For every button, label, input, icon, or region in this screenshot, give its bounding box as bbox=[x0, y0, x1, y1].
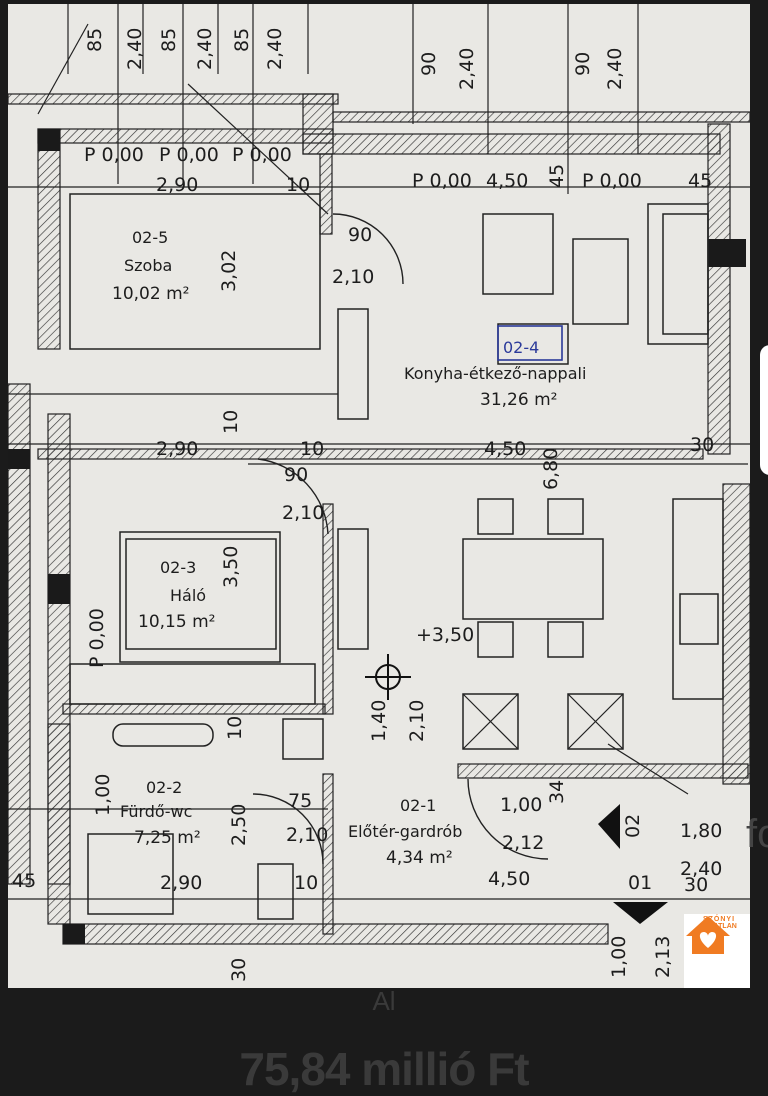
dim-10-mid: 10 bbox=[220, 409, 242, 434]
top-dim-1: 85 bbox=[84, 27, 106, 52]
dim-75: 75 bbox=[288, 790, 313, 812]
dim-1-40: 1,40 bbox=[368, 699, 390, 742]
top-dim-8: 2,40 bbox=[456, 47, 478, 90]
p-label-6: P 0,00 bbox=[86, 608, 108, 668]
room-eloter-name: Előtér-gardrób bbox=[348, 822, 463, 841]
room-szoba-id: 02-5 bbox=[132, 228, 169, 247]
dim-10-mid2: 10 bbox=[300, 438, 325, 460]
room-szoba-area: 10,02 m² bbox=[112, 284, 190, 304]
p-label-4: P 0,00 bbox=[412, 170, 472, 192]
p-label-1: P 0,00 bbox=[84, 144, 144, 166]
dim-1-00-bot: 1,00 bbox=[608, 935, 630, 978]
room-furdo-name: Fürdő-wc bbox=[120, 802, 193, 821]
p-label-2: P 0,00 bbox=[159, 144, 219, 166]
room-halo-name: Háló bbox=[170, 586, 207, 605]
dim-2-13: 2,13 bbox=[652, 935, 674, 978]
listing-price: 75,84 millió Ft bbox=[239, 1043, 529, 1095]
dim-30-left: 30 bbox=[228, 957, 250, 982]
dim-30-mid: 30 bbox=[690, 434, 715, 456]
dim-10-top: 10 bbox=[286, 174, 311, 196]
dim-1-00: 1,00 bbox=[500, 794, 543, 816]
side-tab[interactable] bbox=[760, 345, 768, 475]
dim-6-80: 6,80 bbox=[540, 447, 562, 490]
room-halo-area: 10,15 m² bbox=[138, 612, 216, 632]
dim-30-bot: 30 bbox=[684, 874, 709, 896]
floor-plan-photo: 85 2,40 85 2,40 85 2,40 90 2,40 90 2,40 … bbox=[8, 4, 750, 988]
dim-2-90-bot: 2,90 bbox=[160, 872, 203, 894]
room-nappali-id: 02-4 bbox=[503, 338, 540, 357]
dim-2-40: 2,40 bbox=[680, 858, 723, 880]
listing-subtitle-fragment: Al bbox=[372, 986, 396, 1016]
house-heart-icon bbox=[686, 916, 730, 954]
room-furdo-id: 02-2 bbox=[146, 778, 183, 797]
room-nappali-area: 31,26 m² bbox=[480, 390, 558, 410]
szonyi-ingatlan-logo: SZÓNYI INGATLAN bbox=[684, 914, 750, 988]
top-dim-9: 90 bbox=[572, 51, 594, 76]
dim-90-door1: 90 bbox=[348, 224, 373, 246]
room-furdo-area: 7,25 m² bbox=[134, 828, 201, 848]
dim-4-50-bot: 4,50 bbox=[488, 868, 531, 890]
top-dim-5: 85 bbox=[231, 27, 253, 52]
dim-45-left: 45 bbox=[12, 870, 37, 892]
dim-2-90-top: 2,90 bbox=[156, 174, 199, 196]
dim-1-00-v: 1,00 bbox=[92, 773, 114, 816]
dim-34: 34 bbox=[546, 779, 568, 804]
logo-line1: SZÓNYI bbox=[702, 916, 736, 923]
p-label-5: P 0,00 bbox=[582, 170, 642, 192]
room-eloter-id: 02-1 bbox=[400, 796, 437, 815]
top-dim-6: 2,40 bbox=[264, 27, 286, 70]
dim-2-12: 2,12 bbox=[502, 832, 545, 854]
dim-90-door2: 90 bbox=[284, 464, 309, 486]
dim-45-right: 45 bbox=[688, 170, 713, 192]
dim-2-10-v: 2,10 bbox=[406, 699, 428, 742]
room-halo-id: 02-3 bbox=[160, 558, 197, 577]
elevation-label: +3,50 bbox=[416, 624, 475, 646]
dim-4-50-top: 4,50 bbox=[486, 170, 529, 192]
dim-02: 02 bbox=[622, 813, 644, 838]
room-nappali-name: Konyha-étkező-nappali bbox=[404, 364, 587, 383]
dim-4-50-mid: 4,50 bbox=[484, 438, 527, 460]
dim-2-90-mid: 2,90 bbox=[156, 438, 199, 460]
room-eloter-area: 4,34 m² bbox=[386, 848, 453, 868]
top-dim-7: 90 bbox=[418, 51, 440, 76]
top-dim-10: 2,40 bbox=[604, 47, 626, 90]
top-dim-2: 2,40 bbox=[124, 27, 146, 70]
room-szoba-name: Szoba bbox=[124, 256, 173, 275]
dim-45-top: 45 bbox=[546, 163, 568, 188]
dim-2-10-door1: 2,10 bbox=[332, 266, 375, 288]
floor-plan-drawing bbox=[8, 4, 750, 945]
dim-01: 01 bbox=[628, 872, 653, 894]
room-szoba-height: 3,02 bbox=[218, 249, 240, 292]
dim-10-bot: 10 bbox=[294, 872, 319, 894]
room-halo-height: 3,50 bbox=[220, 545, 242, 588]
top-dim-4: 2,40 bbox=[194, 27, 216, 70]
p-label-3: P 0,00 bbox=[232, 144, 292, 166]
dim-2-10-bath: 2,10 bbox=[286, 824, 329, 846]
dim-1-80: 1,80 bbox=[680, 820, 723, 842]
dim-2-50: 2,50 bbox=[228, 803, 250, 846]
dim-10-v: 10 bbox=[224, 715, 246, 740]
top-dim-3: 85 bbox=[158, 27, 180, 52]
side-text-fragment: fo bbox=[746, 812, 768, 856]
dim-2-10-door2: 2,10 bbox=[282, 502, 325, 524]
